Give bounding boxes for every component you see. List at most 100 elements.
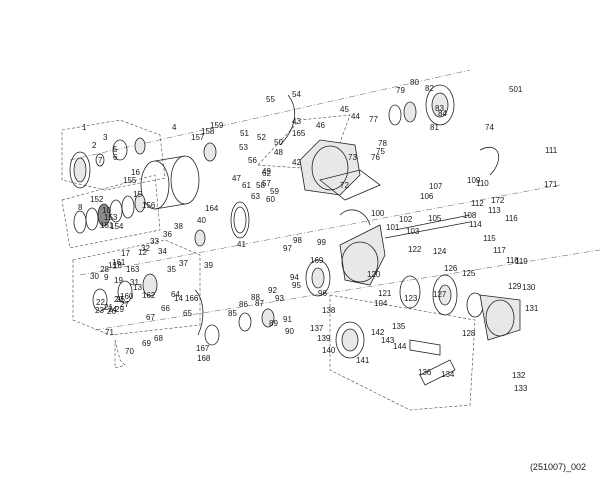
part-label-153: 153 — [104, 213, 118, 222]
part-label-75: 75 — [376, 147, 385, 156]
part-label-53: 53 — [239, 143, 248, 152]
part-label-2: 2 — [92, 141, 97, 150]
part-label-106: 106 — [420, 192, 434, 201]
part-label-116: 116 — [505, 214, 518, 223]
part-label-159: 159 — [210, 121, 224, 130]
part-label-47: 47 — [232, 174, 241, 183]
part-label-56: 56 — [248, 156, 257, 165]
part-label-16: 16 — [131, 168, 140, 177]
part-label-72: 72 — [340, 181, 349, 190]
part-label-169: 169 — [310, 256, 324, 265]
part-label-45: 45 — [340, 105, 349, 114]
part-label-88: 88 — [251, 293, 260, 302]
part-label-124: 124 — [433, 247, 447, 256]
part-label-51: 51 — [240, 129, 249, 138]
part-label-40: 40 — [197, 216, 206, 225]
part-label-37: 37 — [179, 259, 188, 268]
part-label-172: 172 — [491, 196, 505, 205]
part-label-55: 55 — [266, 95, 275, 104]
part-label-66: 66 — [161, 304, 170, 313]
part-label-11: 11 — [108, 261, 117, 270]
part-label-25: 25 — [116, 295, 125, 304]
part-label-69: 69 — [142, 339, 151, 348]
part-label-79: 79 — [396, 86, 405, 95]
part-label-87: 87 — [255, 299, 264, 308]
part-label-31: 31 — [130, 278, 139, 287]
part-label-122: 122 — [408, 245, 422, 254]
part-label-143: 143 — [381, 336, 395, 345]
part-label-34: 34 — [158, 247, 167, 256]
part-label-33: 33 — [150, 237, 159, 246]
diagram-geometry — [61, 69, 600, 411]
part-label-140: 140 — [322, 346, 336, 355]
part-label-28: 28 — [100, 265, 109, 274]
part-label-163: 163 — [126, 265, 140, 274]
part-label-133: 133 — [514, 384, 528, 393]
part-label-61: 61 — [242, 181, 251, 190]
part-label-132: 132 — [512, 371, 526, 380]
part-label-82: 82 — [425, 84, 434, 93]
part-label-108: 108 — [463, 211, 477, 220]
part-label-119: 119 — [515, 257, 528, 266]
part-label-5: 5 — [113, 145, 118, 154]
part-label-152: 152 — [90, 195, 104, 204]
part-label-62: 62 — [262, 169, 271, 178]
part-label-151: 151 — [100, 221, 114, 230]
part-label-166: 166 — [185, 294, 199, 303]
part-label-58: 58 — [256, 181, 265, 190]
part-label-115: 115 — [483, 234, 496, 243]
part-label-120: 120 — [367, 270, 381, 279]
part-label-80: 80 — [410, 78, 419, 87]
part-label-1: 1 — [82, 123, 87, 132]
part-label-30: 30 — [90, 272, 99, 281]
part-label-501: 501 — [509, 85, 523, 94]
part-label-64: 64 — [171, 290, 180, 299]
part-label-139: 139 — [317, 334, 331, 343]
part-label-20: 20 — [114, 295, 123, 304]
diagram-caption: (251007)_002 — [529, 462, 586, 472]
part-label-128: 128 — [462, 329, 476, 338]
part-label-104: 104 — [374, 299, 388, 308]
part-label-3: 3 — [103, 133, 108, 142]
part-label-171: 171 — [544, 180, 558, 189]
part-label-136: 136 — [418, 368, 432, 377]
part-label-73: 73 — [348, 153, 357, 162]
part-label-167: 167 — [196, 344, 210, 353]
part-label-48: 48 — [274, 148, 283, 157]
part-label-105: 105 — [428, 214, 442, 223]
part-label-96: 96 — [318, 289, 327, 298]
part-label-41: 41 — [237, 240, 246, 249]
part-label-63: 63 — [251, 192, 260, 201]
part-label-142: 142 — [371, 328, 385, 337]
part-label-113: 113 — [488, 206, 501, 215]
part-label-15: 15 — [133, 190, 142, 199]
part-label-157: 157 — [191, 133, 205, 142]
part-label-85: 85 — [228, 309, 237, 318]
part-label-90: 90 — [285, 327, 294, 336]
part-label-81: 81 — [430, 123, 439, 132]
part-label-4: 4 — [172, 123, 177, 132]
part-label-83: 83 — [435, 104, 444, 113]
part-label-39: 39 — [204, 261, 213, 270]
part-label-158: 158 — [201, 127, 215, 136]
part-label-13: 13 — [133, 283, 142, 292]
part-label-111: 111 — [545, 146, 558, 155]
part-label-92: 92 — [268, 286, 277, 295]
part-label-89: 89 — [269, 319, 278, 328]
part-label-154: 154 — [110, 222, 124, 231]
part-label-19: 19 — [114, 276, 123, 285]
part-label-126: 126 — [444, 264, 458, 273]
part-label-134: 134 — [441, 370, 455, 379]
part-label-22: 22 — [96, 298, 105, 307]
part-label-74: 74 — [485, 123, 494, 132]
part-label-7: 7 — [98, 156, 103, 165]
part-label-65: 65 — [183, 309, 192, 318]
part-label-43: 43 — [292, 117, 301, 126]
part-label-18: 18 — [113, 261, 122, 270]
part-label-101: 101 — [386, 223, 400, 232]
part-label-118: 118 — [506, 256, 519, 265]
part-label-98: 98 — [293, 236, 302, 245]
part-label-9: 9 — [104, 273, 109, 282]
